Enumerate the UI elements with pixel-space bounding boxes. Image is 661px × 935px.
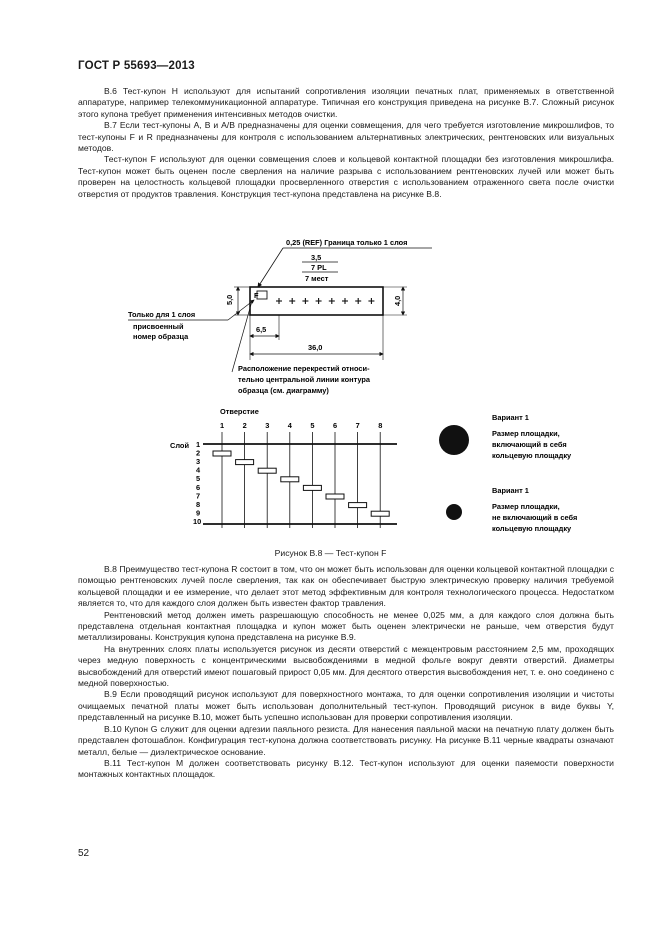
layer1-only-label: Только для 1 слоя	[128, 310, 195, 319]
variant1-line3: кольцевую площадку	[492, 451, 572, 460]
figure-caption: Рисунок В.8 — Тест-купон F	[274, 548, 387, 558]
crosshair-mark	[289, 298, 296, 304]
layer-number: 5	[196, 474, 200, 483]
top-text-block: В.6 Тест-купон H используют для испытани…	[78, 86, 614, 200]
layer-number: 10	[193, 517, 201, 526]
layer-number: 6	[196, 483, 200, 492]
hole-vertical-lines	[221, 432, 381, 528]
length-value: 36,0	[308, 343, 322, 352]
variant2-line2: не включающий в себя	[492, 513, 577, 522]
hole-number: 2	[243, 421, 247, 430]
inner-height-value: 4,0	[393, 296, 402, 306]
layer-number: 7	[196, 491, 200, 500]
location-label-2: тельно центральной линии контура	[238, 375, 371, 384]
paragraph-b6: В.6 Тест-купон H используют для испытани…	[78, 86, 614, 119]
crosshair-marks	[276, 298, 375, 304]
layer-pad	[235, 459, 255, 466]
variant2-line1: Размер площадки,	[492, 502, 560, 511]
crosshair-mark	[315, 298, 322, 304]
paragraph-b11: В.11 Тест-купон М должен соответствовать…	[78, 757, 614, 780]
bottom-text-block: В.8 Преимущество тест-купона R состоит в…	[78, 564, 614, 781]
layer-axis-title: Слой	[170, 441, 189, 450]
figure-b8-coupon-f: 0,25 (REF) Граница только 1 слоя 3,5 7 P…	[128, 238, 577, 533]
hole-number: 7	[356, 421, 360, 430]
paragraph-b7: В.7 Если тест-купоны A, B и A/B предназн…	[78, 120, 614, 154]
layer-number: 4	[196, 466, 201, 475]
paragraph-b9: В.9 Если проводящий рисунок используют д…	[78, 689, 614, 723]
page-number: 52	[78, 848, 90, 859]
layer-pad	[370, 510, 390, 517]
coupon-letter-box	[256, 290, 268, 300]
hole-number: 8	[378, 421, 382, 430]
places-label: 7 мест	[305, 274, 329, 283]
location-label-1: Расположение перекрестий относи-	[238, 364, 370, 373]
layer-pad	[302, 484, 322, 491]
layer-number: 2	[196, 449, 200, 458]
layer1-arrow	[227, 299, 255, 321]
boundary-label: 0,25 (REF) Граница только 1 слоя	[286, 238, 407, 247]
crosshair-mark	[342, 298, 348, 304]
layer-pad	[348, 502, 368, 509]
document-standard-header: ГОСТ Р 55693—2013	[78, 60, 195, 72]
pitch-pl-label: 7 PL	[311, 263, 327, 272]
hole-number-labels: 1 2 3 4 5 6 7 8	[220, 421, 382, 430]
layer-number: 3	[196, 457, 200, 466]
variant2-line3: кольцевую площадку	[492, 524, 572, 533]
paragraph-b8: В.8 Преимущество тест-купона R состоит в…	[78, 564, 614, 609]
hole-number: 3	[265, 421, 269, 430]
boundary-arrow	[257, 247, 284, 288]
crosshair-mark	[276, 298, 282, 304]
coupon-letter: F	[254, 291, 259, 300]
crosshair-mark	[328, 298, 335, 304]
layer-pad	[280, 476, 300, 483]
variant2-small-pad	[446, 504, 462, 520]
sample-number-label-1: присвоенный	[133, 322, 184, 331]
hole-number: 4	[288, 421, 293, 430]
layer-pad	[325, 493, 345, 500]
layer-number: 9	[196, 508, 200, 517]
location-leader-line	[231, 300, 253, 373]
variant2-title: Вариант 1	[492, 486, 529, 495]
offset-value: 6,5	[256, 325, 266, 334]
hole-number: 1	[220, 421, 224, 430]
paragraph-inner-layers: На внутренних слоях платы используется р…	[78, 643, 614, 689]
crosshair-mark	[368, 298, 375, 304]
layer-pad	[212, 450, 232, 457]
sample-number-label-2: номер образца	[133, 332, 189, 341]
layer-number: 8	[196, 500, 200, 509]
variant1-line2: включающий в себя	[492, 440, 567, 449]
pitch-dimension: 3,5	[311, 253, 321, 262]
hole-number: 6	[333, 421, 337, 430]
paragraph-xray: Рентгеновский метод должен иметь разреша…	[78, 609, 614, 643]
variant1-large-pad	[439, 425, 469, 455]
paragraph-b10: В.10 Купон G служит для оценки адгезии п…	[78, 723, 614, 757]
paragraph-coupon-f: Тест-купон F используют для оценки совме…	[78, 154, 614, 199]
hole-axis-title: Отверстие	[220, 407, 259, 416]
outer-height-value: 5,0	[225, 295, 234, 305]
location-label-3: образца (см. диаграмму)	[238, 386, 329, 395]
variant1-line1: Размер площадки,	[492, 429, 560, 438]
layer-number: 1	[196, 440, 200, 449]
crosshair-mark	[302, 298, 309, 304]
layer-pad	[257, 467, 277, 474]
crosshair-mark	[355, 298, 362, 304]
variant1-title: Вариант 1	[492, 413, 529, 422]
layer-pads	[212, 450, 390, 517]
hole-number: 5	[310, 421, 314, 430]
